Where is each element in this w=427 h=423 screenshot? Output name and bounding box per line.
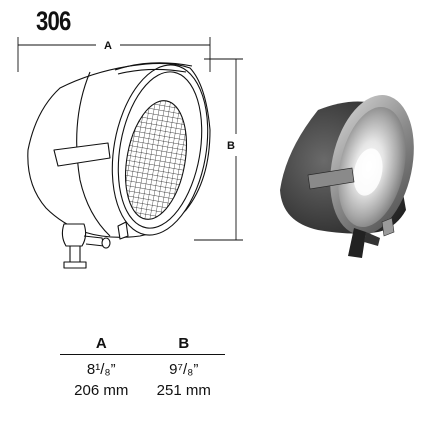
table-row-mm: 206 mm 251 mm <box>60 382 225 399</box>
lamp-photo-icon <box>280 95 414 258</box>
model-number: 306 <box>36 6 71 36</box>
cell-a-inches: 8¹/₈” <box>86 361 116 378</box>
cell-a-mm: 206 mm <box>74 382 129 399</box>
dim-b-label: B <box>227 140 235 152</box>
cell-b-mm: 251 mm <box>156 382 211 399</box>
lamp-line-drawing-icon <box>27 62 211 269</box>
column-header-a: A <box>95 335 107 352</box>
cell-b-inches: 9⁷/₈” <box>169 361 199 378</box>
dimension-a: A <box>17 37 211 72</box>
dimension-b: B <box>194 58 243 241</box>
dimension-table: A B 8¹/₈” 9⁷/₈” 206 mm 251 mm <box>60 335 225 399</box>
table-row-inches: 8¹/₈” 9⁷/₈” <box>60 361 225 378</box>
dimension-table-header: A B <box>60 335 225 355</box>
dim-a-label: A <box>104 40 112 52</box>
column-header-b: B <box>178 335 190 352</box>
